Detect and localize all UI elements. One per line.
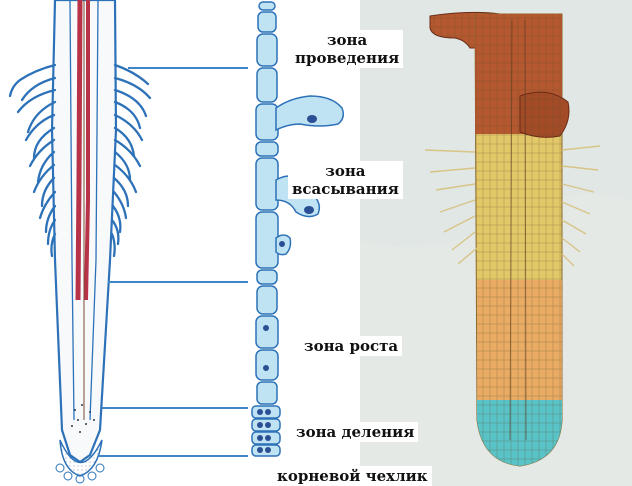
zone-label-line: проведения — [295, 49, 400, 67]
zone-lines-left — [98, 67, 248, 457]
cell-nuclei — [257, 115, 317, 453]
root-cap-shape — [59, 439, 103, 477]
zone-label-growth: зона роста — [300, 336, 403, 356]
zone-label-line: всасывания — [292, 180, 399, 198]
zone-label-line: зона — [325, 162, 366, 180]
root-hairs-left — [8, 63, 57, 258]
root-hairs-right — [110, 63, 152, 258]
xylem-strand — [84, 0, 90, 301]
cell-row-cells — [251, 1, 281, 457]
left-panel — [0, 0, 250, 486]
cell-row — [251, 1, 345, 457]
vascular-strand — [69, 0, 75, 421]
zone-label-line: зона — [326, 31, 368, 49]
zone-label-division: зона деления — [292, 422, 419, 442]
zone-label-line: корневой чехлик — [277, 467, 428, 485]
vascular-strand — [89, 0, 99, 421]
zone-label-absorption: зона всасывания — [288, 161, 403, 199]
zone-label-line: зона роста — [304, 337, 399, 355]
meristem-dots — [71, 404, 95, 433]
right-panel-photo — [360, 0, 632, 486]
photo-root-hairs — [424, 145, 601, 267]
cap-cells — [55, 463, 105, 484]
zone-label-line: зона деления — [296, 423, 415, 441]
zone-label-conduction: зона проведения — [291, 30, 404, 68]
xylem-strand — [75, 0, 83, 301]
zone-label-root-cap: корневой чехлик — [273, 466, 432, 486]
